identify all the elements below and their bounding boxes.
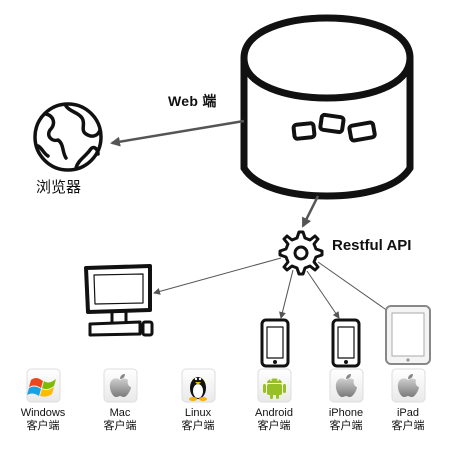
android-logo-icon bbox=[257, 368, 292, 403]
api-label: Restful API bbox=[332, 237, 412, 254]
client-sub: 客户端 bbox=[391, 420, 425, 432]
client-name: iPhone bbox=[328, 407, 364, 419]
client-sub: 客户端 bbox=[26, 420, 60, 432]
phone-device-icon-2 bbox=[331, 318, 361, 368]
client-name: Mac bbox=[109, 407, 131, 419]
gear-icon bbox=[278, 230, 324, 276]
desktop-computer-icon bbox=[84, 264, 154, 337]
linux-tux-icon bbox=[181, 368, 216, 403]
client-windows: Windows 客户端 bbox=[12, 407, 74, 433]
client-sub: 客户端 bbox=[181, 420, 215, 432]
client-sub: 客户端 bbox=[329, 420, 363, 432]
browser-label: 浏览器 bbox=[36, 179, 82, 196]
client-mac: Mac 客户端 bbox=[89, 407, 151, 433]
client-name: Windows bbox=[20, 407, 66, 419]
web-arrow bbox=[110, 119, 245, 147]
apple-logo-icon bbox=[329, 368, 364, 403]
client-sub: 客户端 bbox=[103, 420, 137, 432]
apple-logo-icon bbox=[103, 368, 138, 403]
client-ipad: iPad 客户端 bbox=[377, 407, 439, 433]
client-iphone: iPhone 客户端 bbox=[315, 407, 377, 433]
tablet-device-icon bbox=[385, 305, 431, 365]
client-name: Android bbox=[255, 407, 293, 419]
server-database-icon bbox=[240, 14, 414, 200]
web-end-label: Web 端 bbox=[168, 93, 217, 109]
windows-logo-icon bbox=[26, 368, 61, 403]
apple-logo-icon bbox=[391, 368, 426, 403]
client-linux: Linux 客户端 bbox=[167, 407, 229, 433]
client-name: Linux bbox=[184, 407, 212, 419]
client-arrows bbox=[153, 257, 396, 319]
phone-device-icon-1 bbox=[260, 318, 290, 368]
globe-icon bbox=[33, 102, 103, 172]
client-android: Android 客户端 bbox=[243, 407, 305, 433]
client-name: iPad bbox=[396, 407, 420, 419]
client-sub: 客户端 bbox=[257, 420, 291, 432]
api-arrow bbox=[301, 195, 320, 228]
